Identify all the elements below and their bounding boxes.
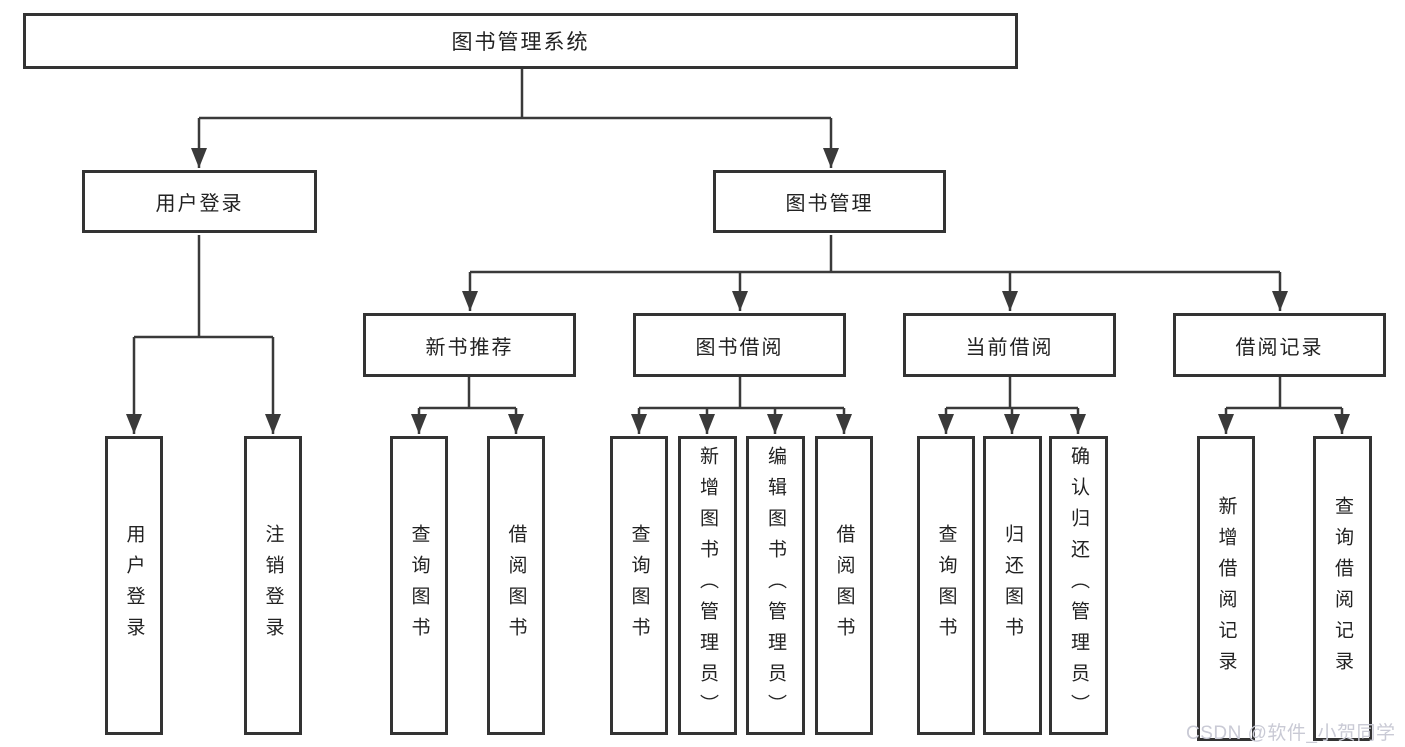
leaf-label: 新增借阅记录 <box>1215 495 1237 682</box>
node-book-management: 图书管理 <box>713 170 946 233</box>
leaf-query-books-recommend: 查询图书 <box>390 436 448 735</box>
leaf-label: 确认归还（管理员） <box>1068 446 1089 725</box>
node-borrowing-records: 借阅记录 <box>1173 313 1386 377</box>
leaf-label: 查询图书 <box>408 523 430 648</box>
node-user-login: 用户登录 <box>82 170 317 233</box>
node-label: 新书推荐 <box>425 336 514 359</box>
leaf-edit-book-admin: 编辑图书（管理员） <box>746 436 805 735</box>
leaf-label: 用户登录 <box>123 523 145 648</box>
leaf-label: 查询借阅记录 <box>1332 495 1353 682</box>
node-label: 用户登录 <box>155 193 244 215</box>
leaf-label: 借阅图书 <box>505 523 527 648</box>
leaf-label: 新增图书（管理员） <box>697 446 718 725</box>
node-new-book-recommend: 新书推荐 <box>363 313 576 377</box>
leaf-logout-login: 注销登录 <box>244 436 302 735</box>
leaf-borrow-books-borrowing: 借阅图书 <box>815 436 873 735</box>
connector-trunk-paths <box>134 69 1342 410</box>
node-label: 图书管理 <box>785 193 874 215</box>
leaf-query-books-current: 查询图书 <box>917 436 975 735</box>
leaf-label: 注销登录 <box>262 523 284 648</box>
leaf-label: 查询图书 <box>935 523 957 648</box>
leaf-label: 查询图书 <box>628 523 650 648</box>
leaf-user-login: 用户登录 <box>105 436 163 735</box>
leaf-add-borrow-record: 新增借阅记录 <box>1197 436 1255 741</box>
leaf-query-books-borrowing: 查询图书 <box>610 436 668 735</box>
leaf-confirm-return-admin: 确认归还（管理员） <box>1049 436 1108 735</box>
watermark: CSDN @软件_小贺同学 <box>1186 723 1396 744</box>
node-label: 图书借阅 <box>695 336 784 359</box>
node-book-borrowing: 图书借阅 <box>633 313 846 377</box>
leaf-query-borrow-record: 查询借阅记录 <box>1313 436 1372 741</box>
node-label: 当前借阅 <box>965 336 1054 359</box>
leaf-add-book-admin: 新增图书（管理员） <box>678 436 737 735</box>
leaf-return-books: 归还图书 <box>983 436 1042 735</box>
node-label: 借阅记录 <box>1235 336 1324 359</box>
node-root-system: 图书管理系统 <box>23 13 1018 69</box>
leaf-label: 借阅图书 <box>833 523 855 648</box>
leaf-label: 编辑图书（管理员） <box>765 446 786 725</box>
node-current-borrowing: 当前借阅 <box>903 313 1116 377</box>
node-label: 图书管理系统 <box>451 31 590 54</box>
leaf-label: 归还图书 <box>1002 523 1023 648</box>
leaf-borrow-books-recommend: 借阅图书 <box>487 436 545 735</box>
